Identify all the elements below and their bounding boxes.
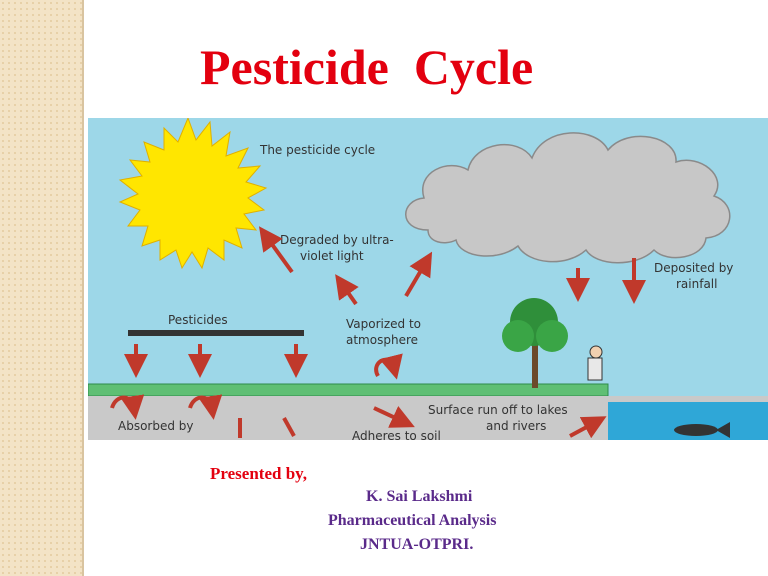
vapor-arrow — [335, 274, 359, 306]
absorb-arrow — [110, 394, 145, 420]
diagram-heading: The pesticide cycle — [259, 143, 375, 157]
pesticide-spray-bar — [128, 330, 304, 336]
label-degraded-line1: Degraded by ultra- — [280, 233, 394, 247]
absorb-arrow — [188, 394, 223, 420]
fish-icon — [674, 422, 730, 438]
label-degraded-line2: violet light — [300, 249, 364, 263]
label-absorbed: Absorbed by — [118, 419, 194, 433]
slide-title: Pesticide Cycle — [200, 39, 534, 95]
soil-arrow — [282, 417, 296, 437]
side-strip-border — [82, 0, 84, 576]
label-vaporized-line1: Vaporized to — [346, 317, 421, 331]
label-deposited-line1: Deposited by — [654, 261, 733, 275]
label-runoff-line1: Surface run off to lakes — [428, 403, 568, 417]
sun-icon — [118, 118, 268, 270]
label-adheres: Adheres to soil — [352, 429, 441, 440]
label-pesticides: Pesticides — [168, 313, 228, 327]
grass-strip — [88, 383, 609, 397]
farmer-icon — [587, 345, 603, 381]
vapor-arrow — [404, 251, 433, 298]
curl-arrow — [374, 353, 403, 380]
cloud-icon — [405, 132, 731, 264]
runoff-arrow — [373, 406, 415, 428]
tree-icon — [502, 298, 568, 388]
label-deposited-line2: rainfall — [676, 277, 717, 291]
pesticide-cycle-diagram: The pesticide cycle Degraded by ultra- v… — [88, 118, 768, 440]
presented-by-label: Presented by, — [210, 464, 307, 483]
decorative-side-strip — [0, 0, 82, 576]
author-institution: JNTUA-OTPRI. — [360, 536, 474, 553]
label-runoff-line2: and rivers — [486, 419, 546, 433]
runoff-arrow — [569, 416, 607, 439]
author-name: K. Sai Lakshmi — [366, 488, 473, 505]
uv-arrow — [258, 226, 294, 274]
author-department: Pharmaceutical Analysis — [328, 512, 497, 529]
label-vaporized-line2: atmosphere — [346, 333, 418, 347]
